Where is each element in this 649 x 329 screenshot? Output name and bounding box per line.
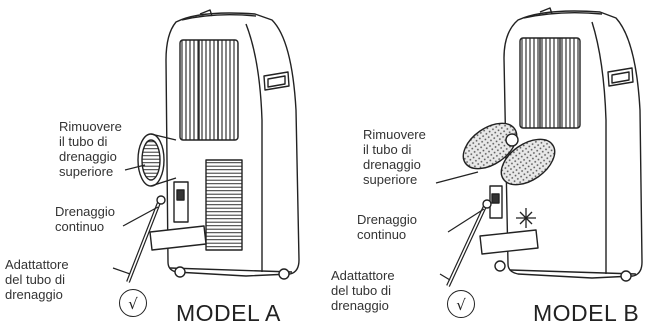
- model-b-port-left: [462, 122, 518, 170]
- model-a-title: MODEL A: [176, 300, 281, 326]
- model-b-port-right: [500, 138, 556, 186]
- model-a-label-continuous-drain: Drenaggio continuo: [55, 204, 115, 234]
- model-b-label-continuous-drain: Drenaggio continuo: [357, 212, 417, 242]
- model-b-sun-symbol: [516, 208, 536, 228]
- model-a-upper-grill: [179, 39, 239, 141]
- model-a-unit: [126, 9, 300, 283]
- model-b-leader-lines: [435, 171, 485, 281]
- model-a-label-remove-top-drain: Rimuovere il tubo di drenaggio superiore: [59, 119, 122, 179]
- model-b-title: MODEL B: [533, 300, 640, 326]
- model-a-lower-grill: [205, 159, 243, 251]
- model-b-label-remove-top-drain: Rimuovere il tubo di drenaggio superiore: [363, 127, 426, 187]
- model-b-label-drain-adapter: Adattattore del tubo di drenaggio: [331, 268, 395, 313]
- model-b-upper-grill: [519, 37, 581, 129]
- model-a-leader-lines: [112, 164, 159, 275]
- model-b-check-icon: √: [447, 290, 475, 318]
- model-a-check-icon: √: [119, 289, 147, 317]
- model-a-label-drain-adapter: Adattattore del tubo di drenaggio: [5, 257, 69, 302]
- model-b-unit: [446, 7, 643, 287]
